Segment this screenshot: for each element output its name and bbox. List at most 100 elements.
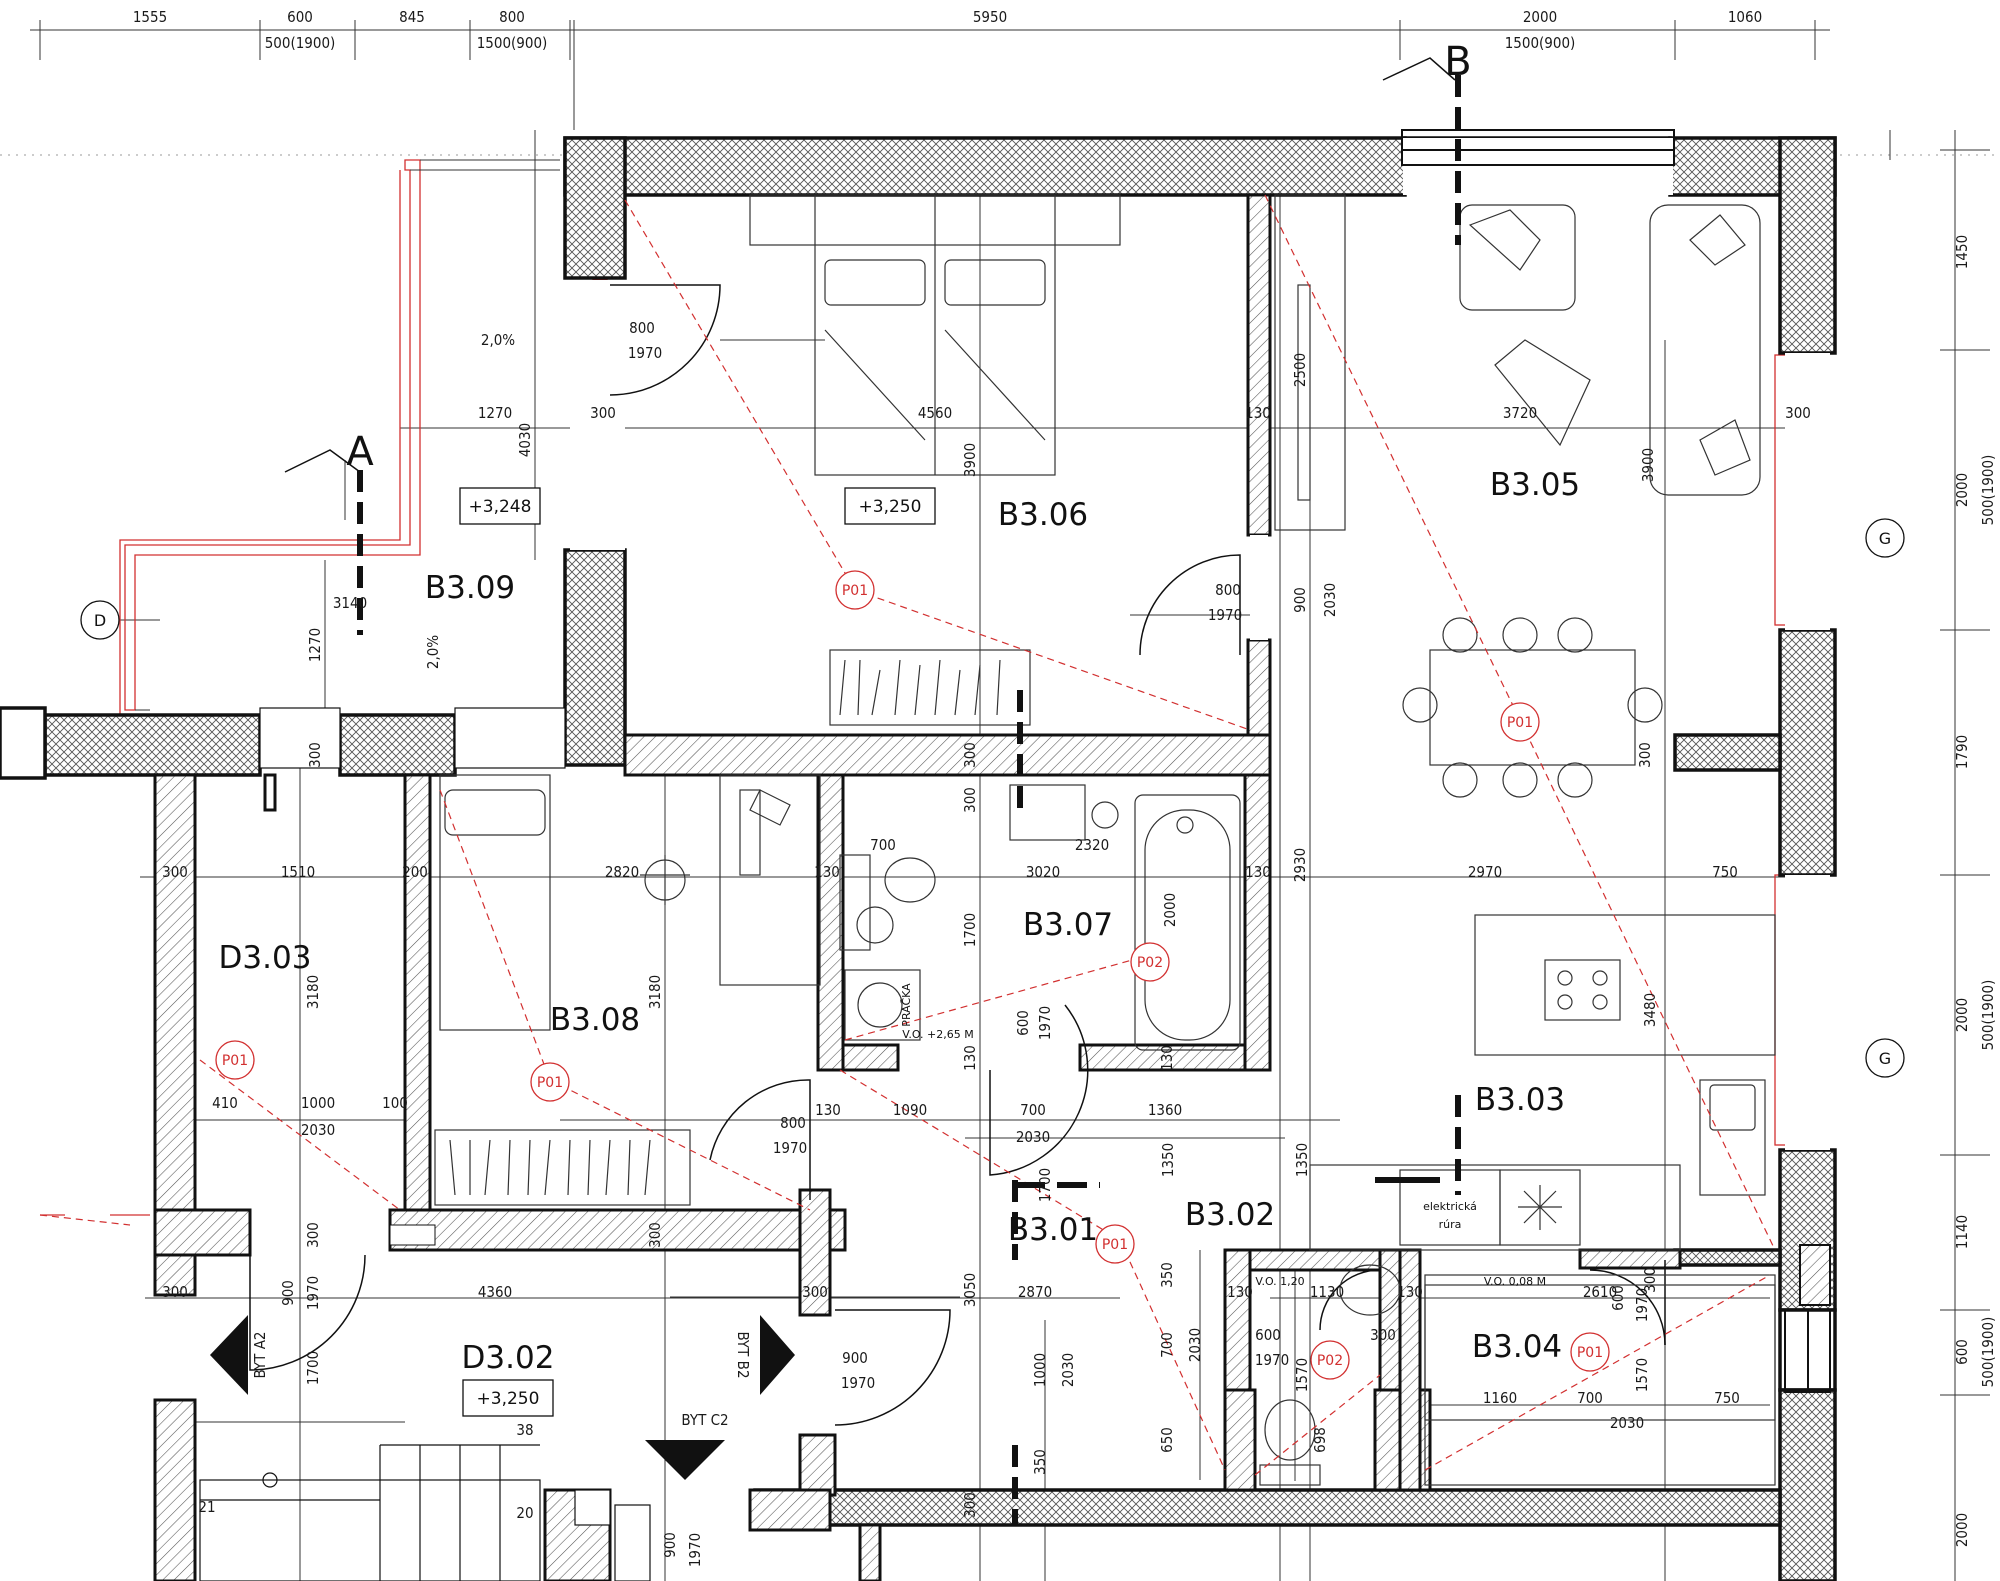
door-openings [570, 138, 1830, 1150]
slope-label-2: 2,0% [424, 635, 442, 669]
room-label-b306: B3.06 [998, 497, 1088, 533]
dim-inner: 350 [1158, 1262, 1176, 1288]
dimension-lines [0, 20, 2000, 1581]
dim-inner: 3050 [961, 1273, 979, 1307]
dim-inner: 600 [1255, 1326, 1281, 1344]
dim-top-3: 845 [399, 8, 425, 26]
right-dimensions: 1450 2000 500(1900) 1790 2000 500(1900) … [1953, 235, 1997, 1547]
dim-inner: 2500 [1291, 353, 1309, 387]
balcony-outline [40, 159, 1816, 1216]
dim-right-2b: 500(1900) [1979, 455, 1997, 526]
room-label-b304: B3.04 [1472, 1329, 1562, 1365]
dim-right-5: 1140 [1953, 1215, 1971, 1249]
dim-inner: 410 [212, 1094, 238, 1112]
dim-inner: 1270 [478, 404, 512, 422]
dim-inner: 1700 [961, 913, 979, 947]
dim-inner: 3180 [304, 975, 322, 1009]
dim-inner: 1970 [628, 344, 662, 362]
dim-inner: 700 [1577, 1389, 1603, 1407]
axis-label-g1: G [1879, 529, 1891, 548]
tag-p01-6: P01 [1577, 1345, 1603, 1361]
dim-inner: 300 [304, 1222, 322, 1248]
dim-inner: 200 [402, 863, 428, 881]
stair-note-2: 21 [198, 1498, 215, 1516]
dim-inner: 300 [1636, 742, 1654, 768]
dim-top-4: 800 [499, 8, 525, 26]
inner-dimensions: 800 1970 1270 300 4560 130 3720 300 4030… [162, 319, 1811, 1567]
dim-inner: 900 [661, 1532, 679, 1558]
dim-inner: 700 [870, 836, 896, 854]
dim-inner: 130 [1227, 1283, 1253, 1301]
dim-inner: 1000 [301, 1094, 335, 1112]
tag-bubbles [215, 570, 1610, 1380]
dim-inner: 1130 [1310, 1283, 1344, 1301]
dim-right-4: 2000 [1953, 998, 1971, 1032]
dim-inner: 300 [162, 863, 188, 881]
dim-inner: 1350 [1159, 1143, 1177, 1177]
dim-inner: 300 [162, 1283, 188, 1301]
section-markers [284, 57, 1461, 1525]
room-label-b307: B3.07 [1023, 907, 1113, 943]
dim-top-7: 1060 [1728, 8, 1762, 26]
dim-inner: 3900 [961, 443, 979, 477]
dim-inner: 300 [961, 787, 979, 813]
dim-inner: 1570 [1633, 1358, 1651, 1392]
dim-inner: 700 [1158, 1332, 1176, 1358]
room-label-b308: B3.08 [550, 1002, 640, 1038]
dim-inner: 2970 [1468, 863, 1502, 881]
interior-walls [153, 193, 1682, 1581]
dim-inner: 300 [590, 404, 616, 422]
stair-note-1: 38 [516, 1421, 533, 1439]
dim-right-3: 1790 [1953, 735, 1971, 769]
dim-inner: 1700 [1036, 1168, 1054, 1202]
dim-inner: 1970 [1208, 606, 1242, 624]
dim-inner: 3180 [646, 975, 664, 1009]
dim-inner: 300 [961, 1492, 979, 1518]
dim-inner: 300 [961, 742, 979, 768]
note-oven-1: elektrická [1423, 1200, 1477, 1213]
note-washer: PRAČKA [900, 983, 913, 1027]
flat-label-a2: BYT A2 [251, 1331, 269, 1378]
dim-inner: 698 [1311, 1427, 1329, 1453]
note-vo2: V.O. 1,20 [1255, 1275, 1304, 1288]
dim-inner: 3900 [1639, 448, 1657, 482]
tag-p01-3: P01 [222, 1053, 248, 1069]
level-value-2: +3,250 [859, 497, 922, 517]
dim-inner: 300 [1785, 404, 1811, 422]
dim-inner: 4360 [478, 1283, 512, 1301]
light-lines [39, 194, 1776, 1476]
dim-top-6b: 1500(900) [1505, 34, 1576, 52]
flat-label-c2: BYT C2 [681, 1411, 728, 1429]
dim-inner: 1360 [1148, 1101, 1182, 1119]
axis-bubbles [80, 518, 1905, 1078]
dim-inner: 2030 [1016, 1128, 1050, 1146]
dim-inner: 130 [815, 1101, 841, 1119]
dim-inner: 300 [306, 742, 324, 768]
dim-inner: 2320 [1075, 836, 1109, 854]
dim-inner: 1970 [686, 1533, 704, 1567]
dim-inner: 4560 [918, 404, 952, 422]
dim-top-2b: 500(1900) [265, 34, 336, 52]
axis-label-d: D [94, 611, 106, 630]
dim-right-6: 600 [1953, 1339, 1971, 1365]
flat-entrance-arrows [210, 1315, 795, 1480]
dim-inner: 800 [1215, 581, 1241, 599]
stair-note-3: 20 [516, 1504, 533, 1522]
note-vo3: V.O. 0,08 M [1484, 1275, 1546, 1288]
dim-inner: 2870 [1018, 1283, 1052, 1301]
room-label-d302: D3.02 [462, 1340, 555, 1376]
tag-p01-4: P01 [537, 1075, 563, 1091]
dim-inner: 130 [1158, 1045, 1176, 1071]
dim-inner: 350 [1031, 1449, 1049, 1475]
room-label-b302: B3.02 [1185, 1197, 1275, 1233]
dim-inner: 700 [1020, 1101, 1046, 1119]
dim-inner: 1970 [841, 1374, 875, 1392]
dim-right-6b: 500(1900) [1979, 1317, 1997, 1388]
staircase [199, 1444, 651, 1581]
tag-p01-5: P01 [1102, 1237, 1128, 1253]
dim-inner: 2820 [605, 863, 639, 881]
dim-top-5: 5950 [973, 8, 1007, 26]
dim-inner: 130 [1245, 404, 1271, 422]
dim-inner: 300 [1370, 1326, 1396, 1344]
